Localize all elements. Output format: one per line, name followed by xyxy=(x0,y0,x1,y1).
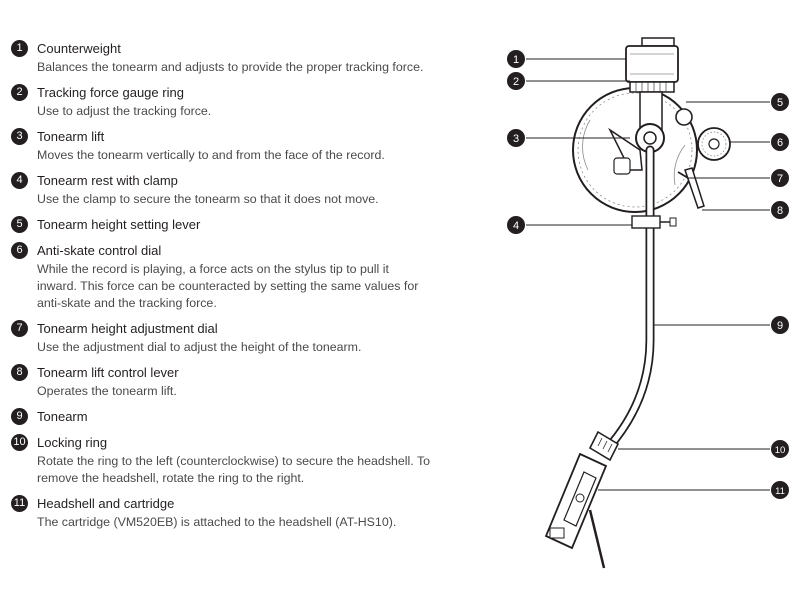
height-adjustment-dial-shape xyxy=(677,171,689,179)
part-name: Tonearm height adjustment dial xyxy=(37,320,218,336)
legend-item-height-setting-lever: 5 Tonearm height setting lever xyxy=(11,214,431,234)
part-name: Counterweight xyxy=(37,40,121,56)
svg-text:9: 9 xyxy=(777,320,783,332)
callout-7: 7 xyxy=(771,169,789,187)
svg-text:6: 6 xyxy=(777,137,783,149)
legend-item-tracking-force-gauge-ring: 2 Tracking force gauge ring Use to adjust… xyxy=(11,82,431,120)
tonearm-diagram: 1 2 3 4 5 6 7 8 9 10 11 xyxy=(507,37,789,569)
callout-11: 11 xyxy=(771,481,789,499)
callout-3: 3 xyxy=(507,129,525,147)
number-badge: 2 xyxy=(11,83,28,101)
number-badge: 5 xyxy=(11,215,28,233)
part-name: Tracking force gauge ring xyxy=(37,84,184,100)
svg-text:3: 3 xyxy=(513,133,519,145)
part-name: Tonearm xyxy=(37,408,88,424)
part-name: Anti-skate control dial xyxy=(37,242,162,258)
svg-text:8: 8 xyxy=(777,205,783,217)
anti-skate-dial-shape xyxy=(697,127,731,161)
callout-6: 6 xyxy=(771,133,789,151)
height-setting-lever-shape xyxy=(675,108,693,126)
callout-1: 1 xyxy=(507,50,525,68)
counterweight-shape xyxy=(625,37,679,83)
tonearm-tube-fill xyxy=(605,147,653,451)
number-badge: 9 xyxy=(11,407,28,425)
leader-lines xyxy=(526,58,770,491)
number-badge: 3 xyxy=(11,127,28,145)
svg-text:1: 1 xyxy=(513,54,519,66)
part-description: Moves the tonearm vertically to and from… xyxy=(37,148,385,162)
callout-9: 9 xyxy=(771,316,789,334)
part-description: Use the adjustment dial to adjust the he… xyxy=(37,340,362,354)
legend-item-tonearm-lift: 3 Tonearm lift Moves the tonearm vertical… xyxy=(11,126,431,164)
part-name: Tonearm lift xyxy=(37,128,105,144)
svg-text:7: 7 xyxy=(777,173,783,185)
legend-item-tonearm-rest: 4 Tonearm rest with clamp Use the clamp t… xyxy=(11,170,431,208)
callout-5: 5 xyxy=(771,93,789,111)
number-badge: 4 xyxy=(11,171,28,189)
lift-control-lever-shape xyxy=(684,167,705,209)
number-badge: 6 xyxy=(11,241,28,259)
legend-item-headshell-cartridge: 11 Headshell and cartridge The cartridge … xyxy=(11,493,431,531)
part-description: Rotate the ring to the left (countercloc… xyxy=(37,454,431,485)
tonearm-rest-shape xyxy=(631,215,677,229)
legend-item-anti-skate-dial: 6 Anti-skate control dial While the recor… xyxy=(11,240,431,312)
tonearm-lift-shape xyxy=(608,127,643,175)
svg-text:4: 4 xyxy=(513,220,519,232)
legend-item-counterweight: 1 Counterweight Balances the tonearm and … xyxy=(11,38,431,76)
legend-item-height-adjustment-dial: 7 Tonearm height adjustment dial Use the … xyxy=(11,318,431,356)
legend-item-tonearm: 9 Tonearm xyxy=(11,406,431,426)
gauge-ring-shape xyxy=(629,81,675,93)
part-name: Tonearm height setting lever xyxy=(37,216,201,232)
part-description: Use the clamp to secure the tonearm so t… xyxy=(37,192,379,206)
part-name: Tonearm lift control lever xyxy=(37,364,179,380)
pivot-bearing xyxy=(643,131,657,145)
part-name: Locking ring xyxy=(37,434,108,450)
part-description: The cartridge (VM520EB) is attached to t… xyxy=(37,515,397,529)
svg-text:10: 10 xyxy=(775,445,786,456)
callout-8: 8 xyxy=(771,201,789,219)
headshell-cartridge-shape xyxy=(544,452,608,569)
svg-text:2: 2 xyxy=(513,76,519,88)
locking-ring-shape xyxy=(588,430,620,462)
part-description: Balances the tonearm and adjusts to prov… xyxy=(37,60,424,74)
legend-item-locking-ring: 10 Locking ring Rotate the ring to the le… xyxy=(11,432,431,487)
svg-text:5: 5 xyxy=(777,97,783,109)
callout-2: 2 xyxy=(507,72,525,90)
svg-text:11: 11 xyxy=(775,486,785,497)
part-name: Headshell and cartridge xyxy=(37,495,175,511)
part-name: Tonearm rest with clamp xyxy=(37,172,178,188)
number-badge: 1 xyxy=(11,39,28,57)
part-description: While the record is playing, a force act… xyxy=(37,262,419,310)
parts-legend: 1 Counterweight Balances the tonearm and … xyxy=(11,38,431,537)
number-badge: 8 xyxy=(11,363,28,381)
part-description: Operates the tonearm lift. xyxy=(37,384,177,398)
legend-item-lift-control-lever: 8 Tonearm lift control lever Operates the… xyxy=(11,362,431,400)
number-badge: 7 xyxy=(11,319,28,337)
callout-4: 4 xyxy=(507,216,525,234)
number-badge: 11 xyxy=(11,494,28,512)
number-badge: 10 xyxy=(11,433,28,451)
part-description: Use to adjust the tracking force. xyxy=(37,104,212,118)
callout-10: 10 xyxy=(771,440,789,458)
